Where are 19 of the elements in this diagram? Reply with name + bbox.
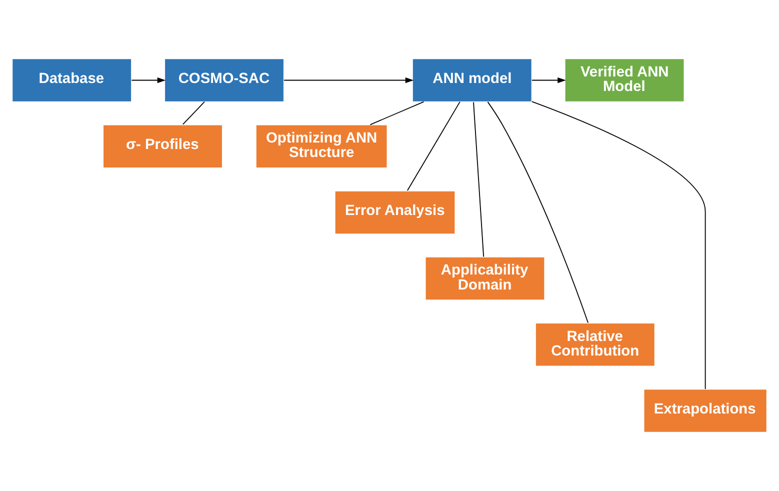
connector [370, 101, 424, 126]
node-box: Database [12, 58, 132, 102]
node-box: Relative Contribution [535, 322, 656, 367]
node-box: σ- Profiles [102, 124, 223, 168]
connector [182, 101, 205, 125]
arrow [532, 77, 566, 84]
connector [531, 101, 706, 390]
arrow [284, 77, 414, 84]
connector [473, 102, 484, 258]
node-box: Error Analysis [334, 190, 456, 234]
arrow [131, 77, 166, 84]
node-box: Applicability Domain [424, 256, 546, 301]
connector [487, 101, 589, 324]
node-box: Extrapolations [643, 388, 768, 433]
node-box: COSMO-SAC [164, 58, 284, 102]
connector [406, 101, 460, 191]
node-box: Verified ANN Model [564, 58, 685, 102]
node-box: ANN model [412, 58, 532, 102]
node-box: Optimizing ANN Structure [255, 124, 388, 168]
